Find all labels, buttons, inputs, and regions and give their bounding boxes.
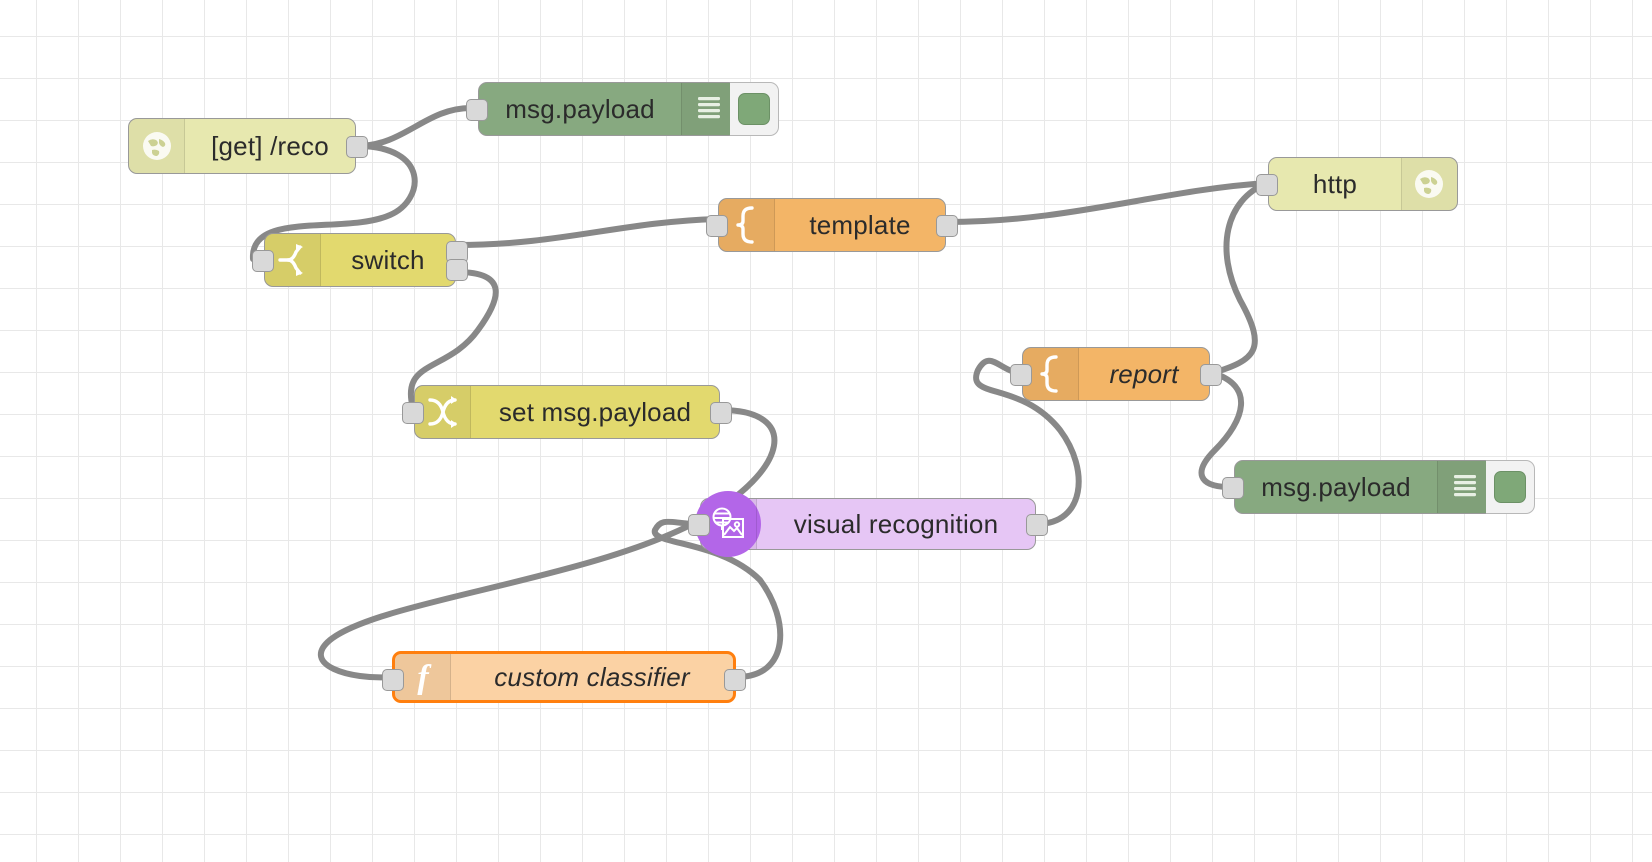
node-label: set msg.payload <box>498 396 692 427</box>
wire-switch-to-template[interactable] <box>454 216 720 248</box>
node-label: custom classifier <box>494 661 690 692</box>
node-report[interactable]: report <box>1010 347 1222 401</box>
icon-divider <box>470 386 471 438</box>
visual-recognition-icon-circle <box>695 491 761 557</box>
output-port[interactable] <box>1200 364 1222 386</box>
icon-divider <box>681 83 682 135</box>
output-port[interactable] <box>446 259 468 281</box>
output-port[interactable] <box>936 215 958 237</box>
node-debug-top[interactable]: msg.payload <box>466 82 779 136</box>
input-port[interactable] <box>706 215 728 237</box>
icon-divider <box>774 199 775 251</box>
icon-divider <box>450 654 451 700</box>
wire-http-in-to-debug-top[interactable] <box>354 105 474 149</box>
node-custom-classifier[interactable]: f custom classifier <box>382 651 746 703</box>
input-port[interactable] <box>382 669 404 691</box>
icon-divider <box>756 499 757 549</box>
debug-enable-toggle[interactable] <box>730 82 779 136</box>
change-icon <box>415 386 471 438</box>
svg-text:f: f <box>417 659 432 696</box>
input-port[interactable] <box>688 514 710 536</box>
node-label: msg.payload <box>505 93 655 124</box>
node-label: http <box>1312 168 1358 199</box>
debug-toggle-indicator <box>1494 471 1526 503</box>
node-change[interactable]: set msg.payload <box>402 385 732 439</box>
output-port[interactable] <box>724 669 746 691</box>
node-http-response[interactable]: http <box>1256 157 1458 211</box>
node-label: msg.payload <box>1261 471 1411 502</box>
output-port[interactable] <box>1026 514 1048 536</box>
input-port[interactable] <box>1010 364 1032 386</box>
debug-icon <box>1437 461 1493 513</box>
icon-divider <box>184 119 185 173</box>
brace-icon <box>719 199 775 251</box>
node-label: report <box>1109 358 1179 389</box>
switch-icon <box>265 234 321 286</box>
function-f-icon: f <box>395 654 451 700</box>
globe-icon <box>129 119 185 173</box>
debug-icon <box>681 83 737 135</box>
debug-enable-toggle[interactable] <box>1486 460 1535 514</box>
output-port[interactable] <box>710 402 732 424</box>
input-port[interactable] <box>1256 174 1278 196</box>
node-debug-bottom[interactable]: msg.payload <box>1222 460 1535 514</box>
icon-divider <box>1078 348 1079 400</box>
node-http-in[interactable]: [get] /reco <box>128 118 368 174</box>
icon-divider <box>320 234 321 286</box>
node-label: visual recognition <box>793 508 999 539</box>
node-switch[interactable]: switch <box>252 233 468 287</box>
wire-template-to-http-response[interactable] <box>944 180 1270 225</box>
output-port[interactable] <box>346 136 368 158</box>
input-port[interactable] <box>1222 477 1244 499</box>
input-port[interactable] <box>252 250 274 272</box>
debug-toggle-indicator <box>738 93 770 125</box>
node-label: switch <box>351 244 425 275</box>
globe-icon <box>1401 158 1457 210</box>
input-port[interactable] <box>402 402 424 424</box>
image-recognition-icon <box>695 491 761 557</box>
node-template[interactable]: template <box>706 198 958 252</box>
icon-divider <box>1401 158 1402 210</box>
input-port[interactable] <box>466 99 488 121</box>
icon-divider <box>1437 461 1438 513</box>
node-label: [get] /reco <box>211 130 329 161</box>
node-label: template <box>809 209 911 240</box>
wire-http-response-to-report[interactable] <box>1210 180 1270 376</box>
node-visual-recognition[interactable]: visual recognition <box>688 491 1048 557</box>
brace-icon <box>1023 348 1079 400</box>
